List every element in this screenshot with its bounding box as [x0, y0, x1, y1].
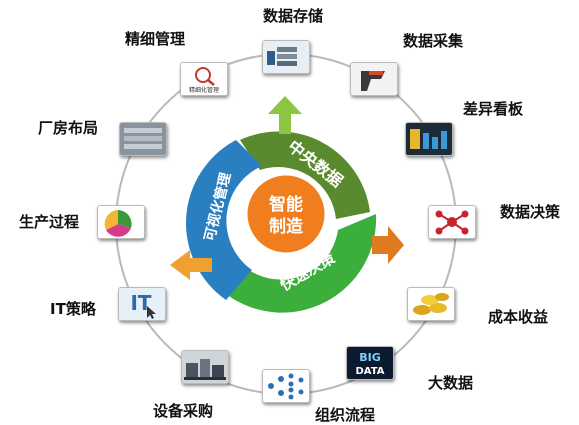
node-label-data-collection: 数据采集 — [403, 32, 464, 50]
big-data-image-text-1: BIG — [359, 351, 381, 364]
center-circle — [244, 172, 328, 256]
org-chart-icon — [262, 369, 310, 403]
arrow-right — [372, 226, 404, 264]
node-label-equipment-procurement: 设备采购 — [153, 402, 214, 420]
scanner-icon — [350, 62, 398, 96]
node-label-data-decision: 数据决策 — [500, 203, 561, 221]
arrow-up — [268, 96, 302, 134]
node-label-big-data: 大数据 — [428, 374, 474, 392]
node-label-factory-layout: 厂房布局 — [38, 119, 99, 137]
node-label-data-storage: 数据存储 — [263, 7, 324, 25]
dashboard-icon — [405, 122, 453, 156]
it-image-text: IT — [130, 291, 151, 315]
magnifier-icon: 精细化管理 — [180, 62, 228, 96]
node-label-cost-benefit: 成本收益 — [488, 308, 549, 326]
center-label-line2: 制造 — [269, 216, 304, 237]
arrow-left — [170, 250, 212, 280]
machinery-icon — [181, 350, 229, 384]
it-click-icon: IT — [118, 287, 166, 321]
node-label-production-process: 生产过程 — [19, 213, 80, 231]
big-data-icon: BIG DATA — [346, 346, 394, 380]
node-label-lean-management: 精细管理 — [125, 30, 186, 48]
segment-central-data — [240, 131, 370, 219]
center-label-line1: 智能 — [269, 194, 303, 215]
segment-quick-decision — [226, 214, 377, 313]
layout-icon — [119, 122, 167, 156]
coins-icon — [407, 287, 455, 321]
node-label-variance-dashboard: 差异看板 — [463, 100, 524, 118]
network-icon — [428, 205, 476, 239]
chart-icon — [97, 205, 145, 239]
big-data-image-text-2: DATA — [355, 366, 384, 377]
node-label-org-process: 组织流程 — [315, 406, 376, 424]
node-label-it-strategy: IT策略 — [50, 300, 96, 318]
lean-management-image-text: 精细化管理 — [189, 86, 219, 94]
server-icon — [262, 40, 310, 74]
